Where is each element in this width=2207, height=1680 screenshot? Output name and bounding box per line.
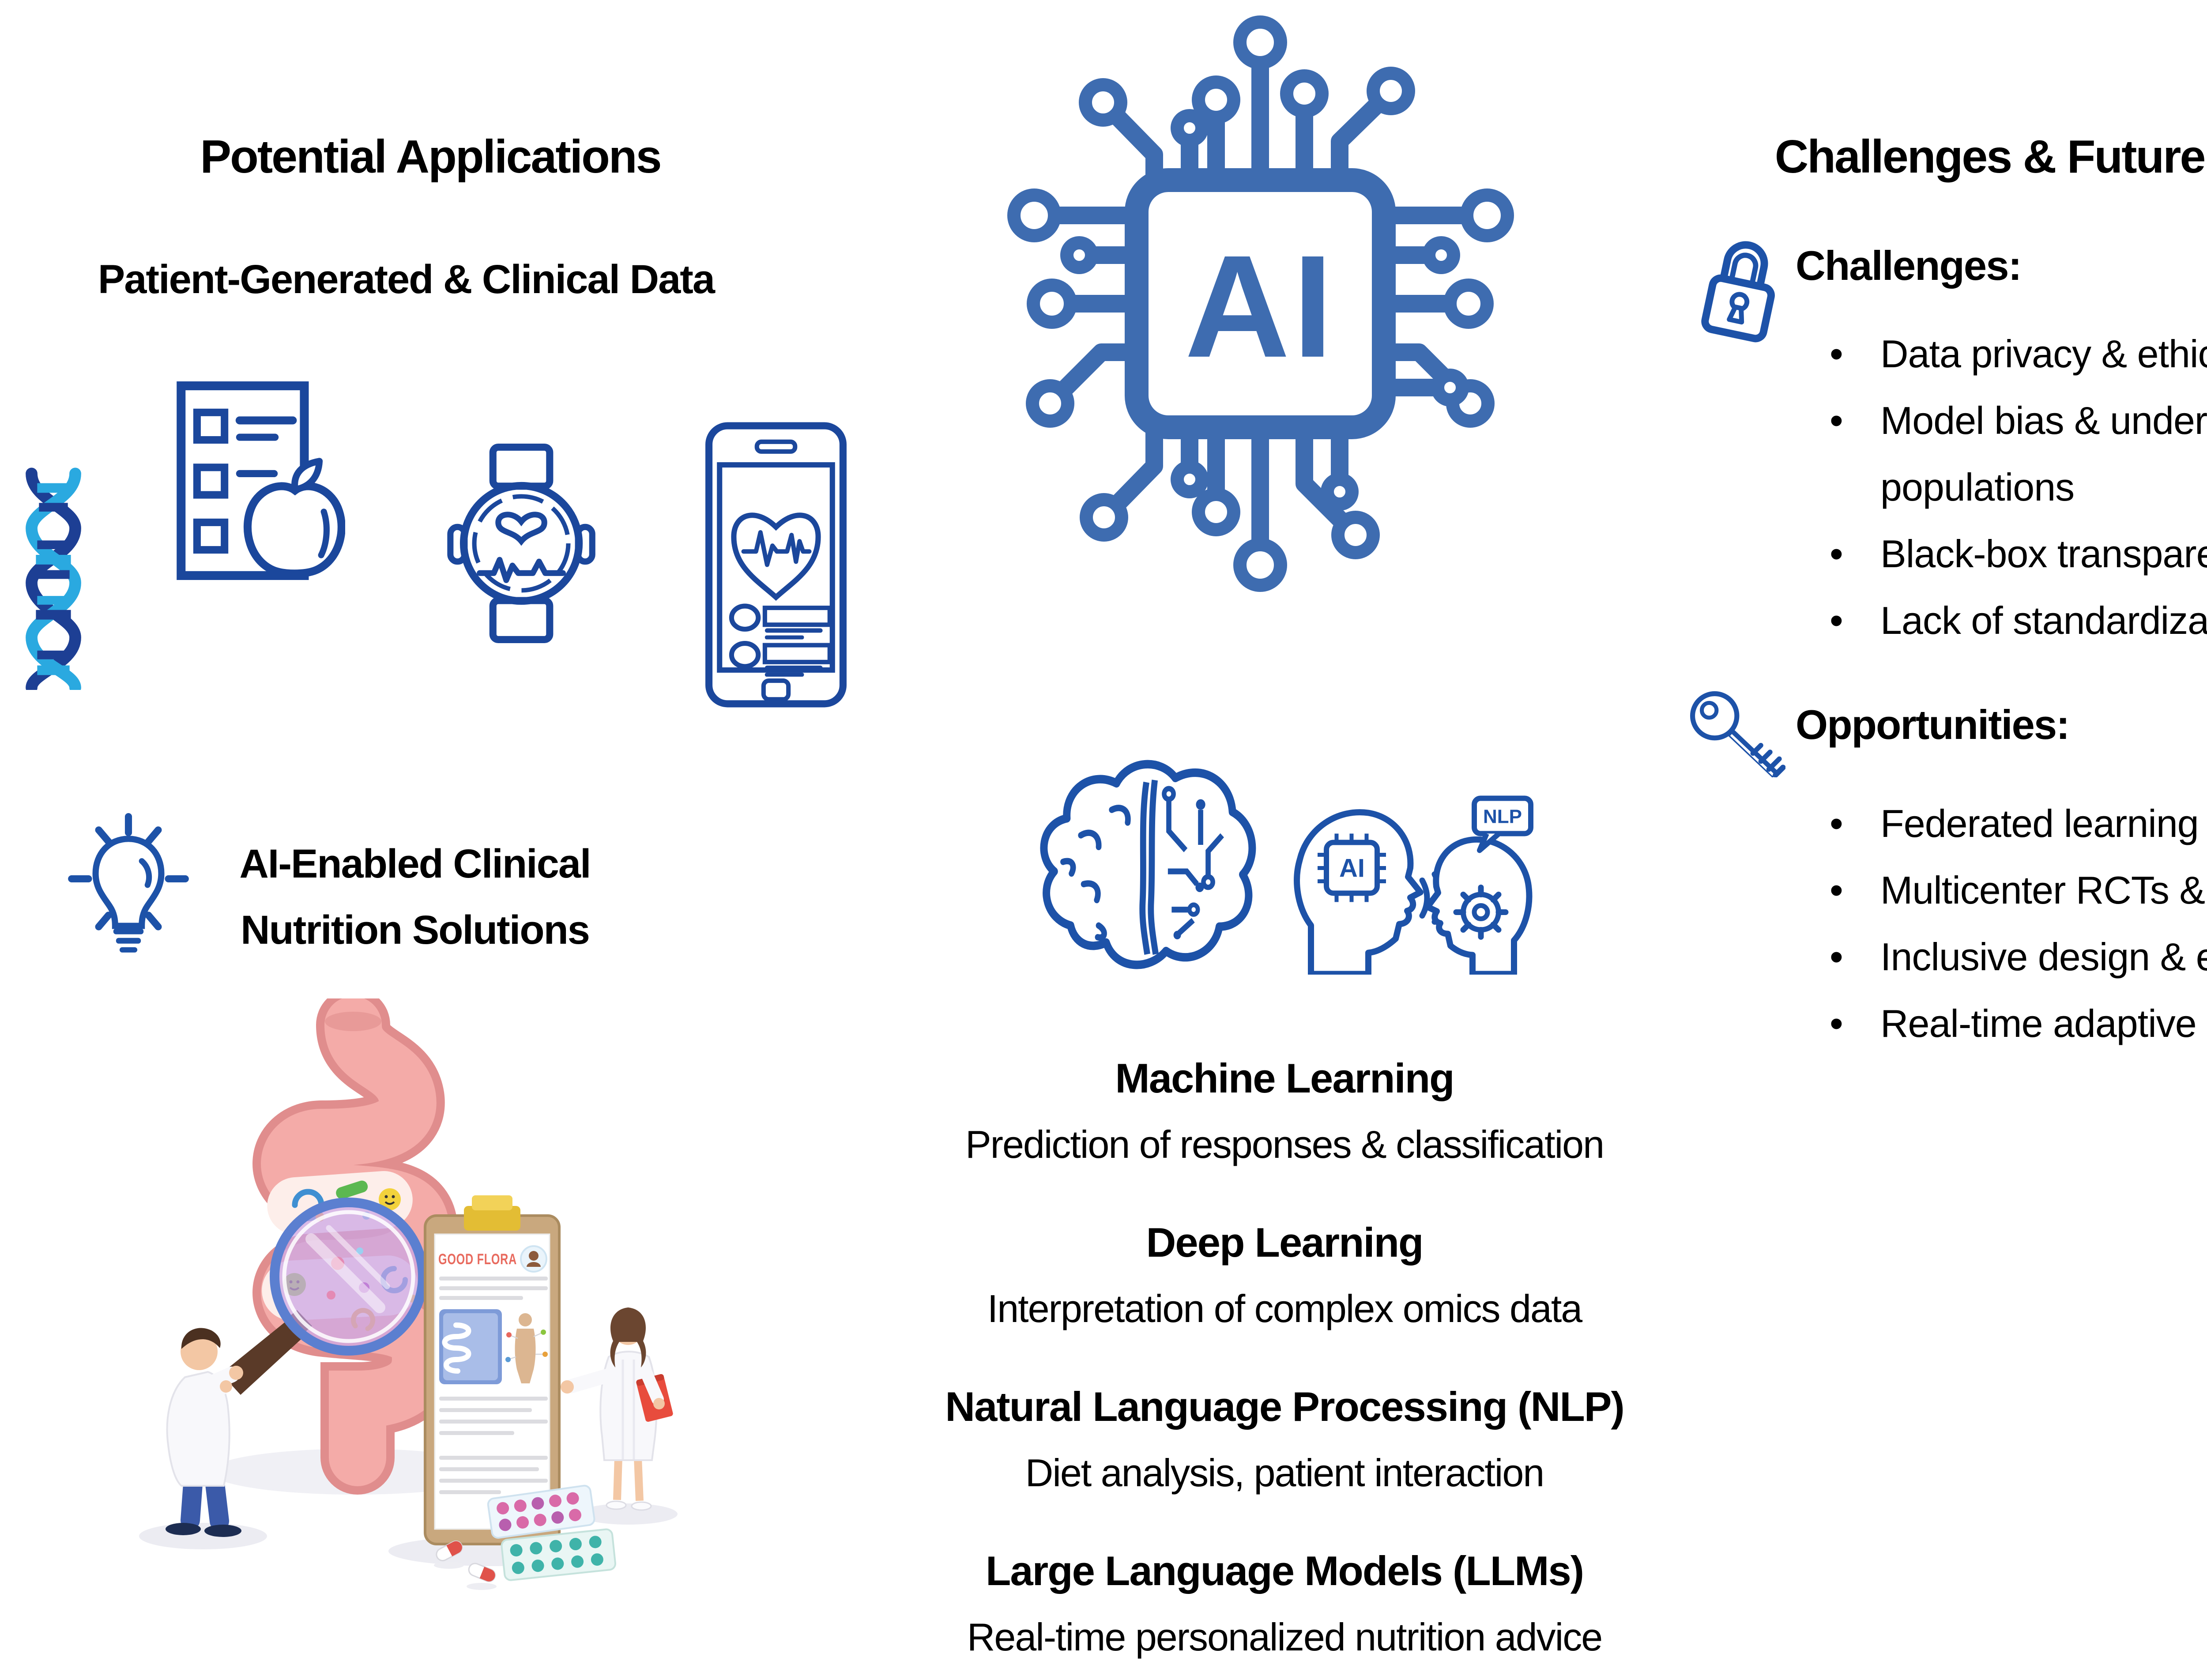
intestines: [252, 998, 458, 1495]
opportunity-item: Federated learning for privacy: [1810, 790, 2207, 857]
diet-checklist-icon: [177, 381, 345, 580]
male-doctor: [166, 1328, 243, 1537]
method-desc: Interpretation of complex omics data: [987, 1287, 1582, 1330]
left-title: Potential Applications: [200, 131, 662, 183]
solutions-line1: AI-Enabled Clinical: [239, 841, 591, 886]
good-flora-title: GOOD FLORA: [438, 1251, 517, 1268]
health-app-phone-icon: [705, 422, 847, 708]
solutions-line2: Nutrition Solutions: [241, 908, 590, 953]
solutions-label: AI-Enabled Clinical Nutrition Solutions: [207, 831, 622, 963]
dna-icon: [26, 467, 81, 690]
lock-icon: [1701, 241, 1775, 343]
method-desc: Real-time personalized nutrition advice: [967, 1615, 1603, 1659]
method-llms: Large Language Models (LLMs) Real-time p…: [834, 1538, 1735, 1670]
method-title: Machine Learning: [1115, 1055, 1454, 1101]
ai-nlp-heads-icon: AI NLP: [1294, 795, 1533, 975]
opportunity-item: Inclusive design & education: [1810, 923, 2207, 990]
left-subtitle: Patient-Generated & Clinical Data: [98, 257, 715, 302]
method-desc: Diet analysis, patient interaction: [1025, 1451, 1544, 1495]
method-machine-learning: Machine Learning Prediction of responses…: [834, 1045, 1735, 1178]
method-deep-learning: Deep Learning Interpretation of complex …: [834, 1209, 1735, 1342]
capsules: [434, 1541, 497, 1590]
pill-blisters: [487, 1484, 616, 1581]
lightbulb-icon: [68, 813, 189, 953]
challenge-item: Black-box transparency: [1810, 520, 2207, 587]
ai-chip-icon: AI: [1007, 15, 1514, 592]
opportunity-item: Multicenter RCTs & model validation: [1810, 857, 2207, 923]
opportunities-label: Opportunities:: [1796, 701, 2070, 748]
nlp-bubble-label: NLP: [1483, 806, 1522, 828]
method-nlp: Natural Language Processing (NLP) Diet a…: [834, 1374, 1735, 1506]
right-title: Challenges & Future Directions: [1774, 131, 2207, 183]
method-title: Natural Language Processing (NLP): [945, 1383, 1625, 1430]
clipboard: GOOD FLORA: [424, 1195, 561, 1545]
opportunity-item: Real-time adaptive nutrition models: [1810, 990, 2207, 1057]
key-icon: [1690, 691, 1785, 777]
brain-circuit-icon: [1040, 760, 1256, 969]
challenges-label: Challenges:: [1796, 242, 2022, 289]
challenges-list: Data privacy & ethical use Model bias & …: [1810, 320, 2207, 654]
method-title: Deep Learning: [1146, 1219, 1424, 1266]
challenge-item: Lack of standardization: [1810, 587, 2207, 654]
opportunities-list: Federated learning for privacy Multicent…: [1810, 790, 2207, 1057]
gut-illustration: GOOD FLORA: [139, 998, 678, 1590]
head-chip-label: AI: [1339, 854, 1365, 883]
magnifier-icon: [221, 1198, 428, 1395]
smartwatch-icon: [447, 444, 595, 643]
challenge-item: Data privacy & ethical use: [1810, 320, 2207, 387]
female-doctor: [561, 1307, 673, 1511]
ai-chip-label: AI: [1185, 225, 1336, 388]
method-title: Large Language Models (LLMs): [985, 1548, 1584, 1594]
challenge-item: Model bias & underrepresented population…: [1810, 387, 2207, 520]
method-desc: Prediction of responses & classification: [965, 1123, 1604, 1166]
ai-methods-list: Machine Learning Prediction of responses…: [834, 1045, 1735, 1680]
